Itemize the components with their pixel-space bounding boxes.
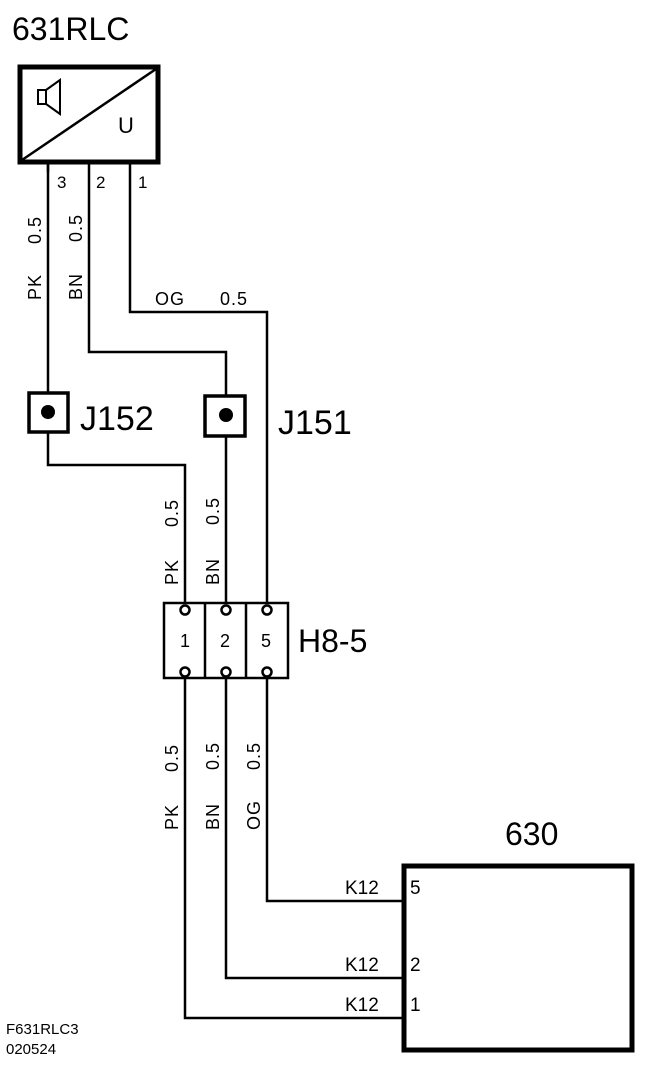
connector-h8-5-label: H8-5 <box>298 623 367 659</box>
upper-orange-color: OG <box>155 289 185 309</box>
upper-brown-color: BN <box>66 273 86 300</box>
middle-brown-size: 0.5 <box>203 497 223 525</box>
lower-brown-color: BN <box>203 803 223 830</box>
label-middle-pink: PK 0.5 <box>162 499 182 585</box>
lower-orange-size: 0.5 <box>244 742 264 770</box>
upper-pink-size: 0.5 <box>25 216 45 244</box>
label-lower-pink: PK 0.5 <box>162 744 182 830</box>
wire-orange-lower <box>265 675 405 903</box>
pin-631-1: 1 <box>138 173 147 192</box>
lower-pink-size: 0.5 <box>162 744 182 772</box>
wire-brown <box>87 162 228 398</box>
connector-h8-5: 1 2 5 <box>162 601 290 680</box>
label-upper-pink: PK 0.5 <box>25 216 45 300</box>
module-630-pin-5: 5 <box>410 878 421 899</box>
wire-orange <box>128 162 269 605</box>
lower-pink-color: PK <box>162 804 182 830</box>
module-631-diagonal <box>21 67 157 162</box>
wire-brown-lower <box>224 675 405 980</box>
module-630-pin-2-connector: K12 <box>345 955 379 976</box>
module-630-pin-1: 1 <box>410 995 421 1016</box>
lower-brown-size: 0.5 <box>203 742 223 770</box>
pin-631-2: 2 <box>96 173 105 192</box>
speaker-icon <box>37 78 61 116</box>
label-upper-brown: BN 0.5 <box>66 214 86 300</box>
junction-j152 <box>27 391 70 434</box>
module-630-title: 630 <box>505 816 558 852</box>
module-630-pin-1-connector: K12 <box>345 995 379 1016</box>
h8-cavity-2: 2 <box>220 631 230 651</box>
junction-j151-label: J151 <box>278 404 352 442</box>
upper-brown-size: 0.5 <box>66 214 86 242</box>
middle-brown-color: BN <box>203 558 223 585</box>
junction-j151 <box>203 394 247 438</box>
wire-pink-lower <box>183 675 405 1020</box>
h8-cavity-1: 1 <box>180 631 190 651</box>
pin-631-3: 3 <box>57 173 66 192</box>
middle-pink-color: PK <box>162 559 182 585</box>
module-630-pin-2: 2 <box>410 955 421 976</box>
lower-orange-color: OG <box>244 800 264 830</box>
junction-j152-label: J152 <box>80 400 154 438</box>
middle-pink-size: 0.5 <box>162 499 182 527</box>
footer-date: 020524 <box>6 1041 56 1058</box>
upper-orange-size: 0.5 <box>220 289 248 309</box>
h8-cavity-5: 5 <box>261 631 271 651</box>
label-lower-orange: OG 0.5 <box>244 742 264 830</box>
module-630-box <box>401 863 635 1053</box>
module-631-unit-label: U <box>118 113 134 138</box>
module-631-title: 631RLC <box>12 11 129 47</box>
label-middle-brown: BN 0.5 <box>203 497 223 585</box>
upper-pink-color: PK <box>25 274 45 300</box>
label-lower-brown: BN 0.5 <box>203 742 223 830</box>
module-630-pin-5-connector: K12 <box>345 878 379 899</box>
footer-code: F631RLC3 <box>6 1021 79 1038</box>
module-631-box: U <box>17 64 161 165</box>
wire-pink-middle <box>46 432 187 605</box>
